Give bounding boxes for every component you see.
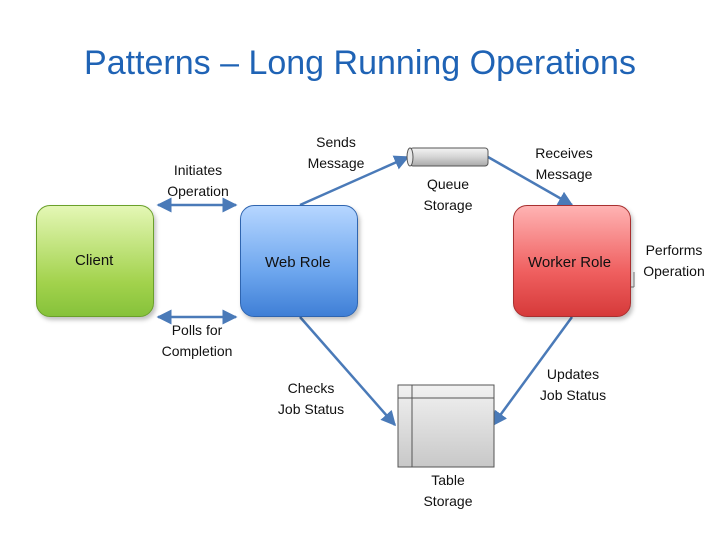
table-storage-label: Table Storage xyxy=(423,472,473,509)
worker-role-label: Worker Role xyxy=(528,254,612,271)
web-role-label: Web Role xyxy=(265,254,331,271)
page-title: Patterns – Long Running Operations xyxy=(84,44,636,82)
updates-label: Updates Job Status xyxy=(539,366,607,403)
sends-label: Sends Message xyxy=(307,134,365,171)
initiates-label: Initiates Operation xyxy=(167,162,229,199)
receives-label: Receives Message xyxy=(535,145,593,182)
client-node: Client xyxy=(36,205,154,317)
updates-arrow xyxy=(491,316,574,427)
performs-label: Performs Operation xyxy=(643,242,705,279)
queue-storage-icon xyxy=(406,147,489,167)
table-storage-icon xyxy=(397,384,495,468)
queue-storage-label: Queue Storage xyxy=(423,176,473,213)
checks-arrow xyxy=(299,316,396,427)
checks-label: Checks Job Status xyxy=(277,380,345,417)
polls-label: Polls for Completion xyxy=(161,322,233,359)
client-label: Client xyxy=(75,252,114,269)
worker-role-node: Worker Role xyxy=(513,205,631,317)
receives-arrow xyxy=(487,155,574,207)
web-role-node: Web Role xyxy=(240,205,358,317)
sends-arrow xyxy=(299,155,410,207)
